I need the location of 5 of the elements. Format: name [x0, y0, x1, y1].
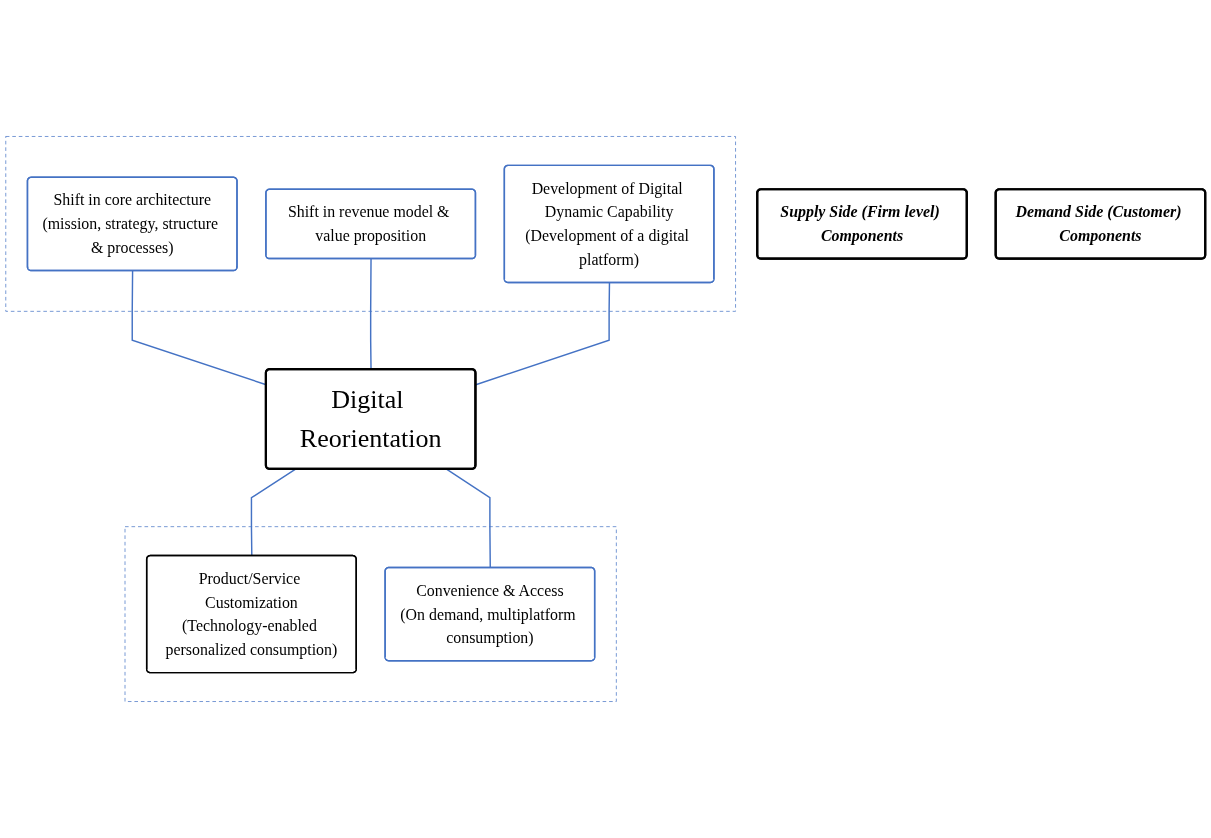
cluster — [124, 526, 617, 702]
cluster — [5, 136, 736, 312]
connector — [445, 468, 491, 569]
connector — [250, 468, 297, 557]
connector — [475, 282, 611, 386]
